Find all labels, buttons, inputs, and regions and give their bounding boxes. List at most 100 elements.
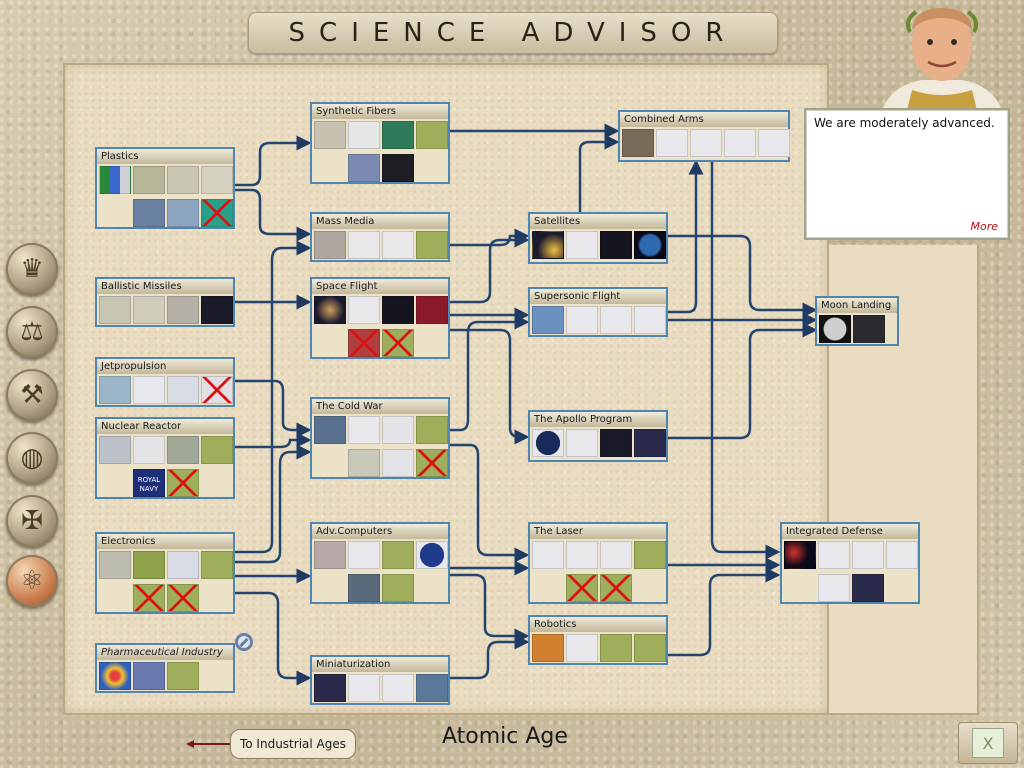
jet-icon [818, 574, 850, 602]
flag-icon [416, 296, 448, 324]
tank-icon [566, 634, 598, 662]
antenna-icon [416, 231, 448, 259]
robot-arm-icon [532, 634, 564, 662]
unavailable-icon [235, 633, 253, 651]
arrow-left-icon [186, 740, 230, 748]
ship-icon [348, 541, 380, 569]
tech-label: Space Flight [312, 279, 448, 294]
sidebar-item-foreign[interactable]: ◍ [6, 432, 58, 484]
control-room-icon [348, 574, 380, 602]
warship-icon [314, 416, 346, 444]
tech-label: Jetpropulsion [97, 359, 233, 374]
missile-icon [348, 416, 380, 444]
obsolete-unit-icon [167, 469, 199, 497]
sidebar-item-trade[interactable]: ⚖ [6, 306, 58, 358]
tech-plastics[interactable]: Plastics [95, 147, 235, 229]
sidebar-item-science[interactable]: ⚛ [6, 555, 58, 607]
helicopter-icon [382, 449, 414, 477]
sidebar-item-domestic[interactable]: ♛ [6, 243, 58, 295]
tech-moon-landing[interactable]: Moon Landing [815, 296, 899, 346]
vehicle-icon [566, 306, 598, 334]
tech-combined-arms[interactable]: Combined Arms [618, 110, 790, 162]
sidebar-item-culture[interactable]: ✠ [6, 495, 58, 547]
radar-dish-icon [99, 551, 131, 579]
satellite-icon [852, 574, 884, 602]
apollo-emblem-icon [532, 429, 564, 457]
tech-synthetic-fibers[interactable]: Synthetic Fibers [310, 102, 450, 184]
tech-space-flight[interactable]: Space Flight [310, 277, 450, 359]
tech-label: Pharmaceutical Industry [97, 645, 233, 660]
tech-miniaturization[interactable]: Miniaturization [310, 655, 450, 705]
stealth-bomber-icon [886, 541, 918, 569]
tech-mass-media[interactable]: Mass Media [310, 212, 450, 262]
obsolete-unit-icon [133, 584, 165, 612]
atom-icon: ⚛ [20, 566, 44, 596]
oil-platform-icon [416, 674, 448, 702]
rocket-icon [382, 574, 414, 602]
chip-icon [314, 674, 346, 702]
fighter-icon [600, 306, 632, 334]
tank-icon [656, 129, 688, 157]
building-icon [201, 551, 233, 579]
tech-label: Moon Landing [817, 298, 897, 313]
tech-label: Satellites [530, 214, 666, 229]
helicopter-icon [724, 129, 756, 157]
tech-label: The Cold War [312, 399, 448, 414]
tech-integrated-defense[interactable]: Integrated Defense [780, 522, 920, 604]
advisor-portrait [882, 8, 1002, 110]
jet-icon [532, 306, 564, 334]
grass-icon [201, 436, 233, 464]
tank-icon [133, 166, 165, 194]
tech-the-apollo-program[interactable]: The Apollo Program [528, 410, 668, 462]
bomber-icon [382, 416, 414, 444]
nasa-logo-icon [416, 541, 448, 569]
missile-icon [99, 296, 131, 324]
ship-icon [167, 551, 199, 579]
hovercraft-icon [382, 121, 414, 149]
planet-icon [784, 541, 816, 569]
close-button[interactable]: X [958, 722, 1018, 764]
tank-icon [382, 541, 414, 569]
tech-label: Supersonic Flight [530, 289, 666, 304]
studio-icon [314, 231, 346, 259]
earth-icon [634, 231, 666, 259]
soldier-icon [416, 121, 448, 149]
factory-icon [133, 662, 165, 690]
advisor-message-box: We are moderately advanced. More [804, 108, 1010, 240]
tech-jetpropulsion[interactable]: Jetpropulsion [95, 357, 235, 407]
airliner-icon [133, 376, 165, 404]
tech-ballistic-missiles[interactable]: Ballistic Missiles [95, 277, 235, 327]
obsolete-unit-icon [382, 329, 414, 357]
cooling-tower-icon [167, 436, 199, 464]
tech-label: Electronics [97, 534, 233, 549]
ship-icon [566, 429, 598, 457]
obsolete-unit-icon [416, 449, 448, 477]
rocket-icon [382, 674, 414, 702]
tech-adv-computers[interactable]: Adv.Computers [310, 522, 450, 604]
tech-satellites[interactable]: Satellites [528, 212, 668, 264]
age-title: Atomic Age [442, 724, 568, 749]
tech-the-laser[interactable]: The Laser [528, 522, 668, 604]
capsule-icon [314, 296, 346, 324]
helmet-icon [348, 296, 380, 324]
crossed-tools-icon: ⚒ [20, 380, 44, 410]
tech-robotics[interactable]: Robotics [528, 615, 668, 665]
tech-the-cold-war[interactable]: The Cold War [310, 397, 450, 479]
more-link[interactable]: More [970, 220, 998, 233]
obsolete-unit-icon [167, 584, 199, 612]
tank-icon [690, 129, 722, 157]
to-previous-age-button[interactable]: To Industrial Ages [230, 729, 356, 759]
computer-icon [314, 541, 346, 569]
submarine-icon [201, 166, 233, 194]
tech-label: Adv.Computers [312, 524, 448, 539]
tower-icon [634, 634, 666, 662]
tech-supersonic-flight[interactable]: Supersonic Flight [528, 287, 668, 337]
tech-pharmaceutical-industry[interactable]: Pharmaceutical Industry [95, 643, 235, 693]
tech-electronics[interactable]: Electronics [95, 532, 235, 614]
tech-label: Nuclear Reactor [97, 419, 233, 434]
apc-icon [348, 449, 380, 477]
ship-icon [348, 674, 380, 702]
sidebar-item-military[interactable]: ⚒ [6, 369, 58, 421]
